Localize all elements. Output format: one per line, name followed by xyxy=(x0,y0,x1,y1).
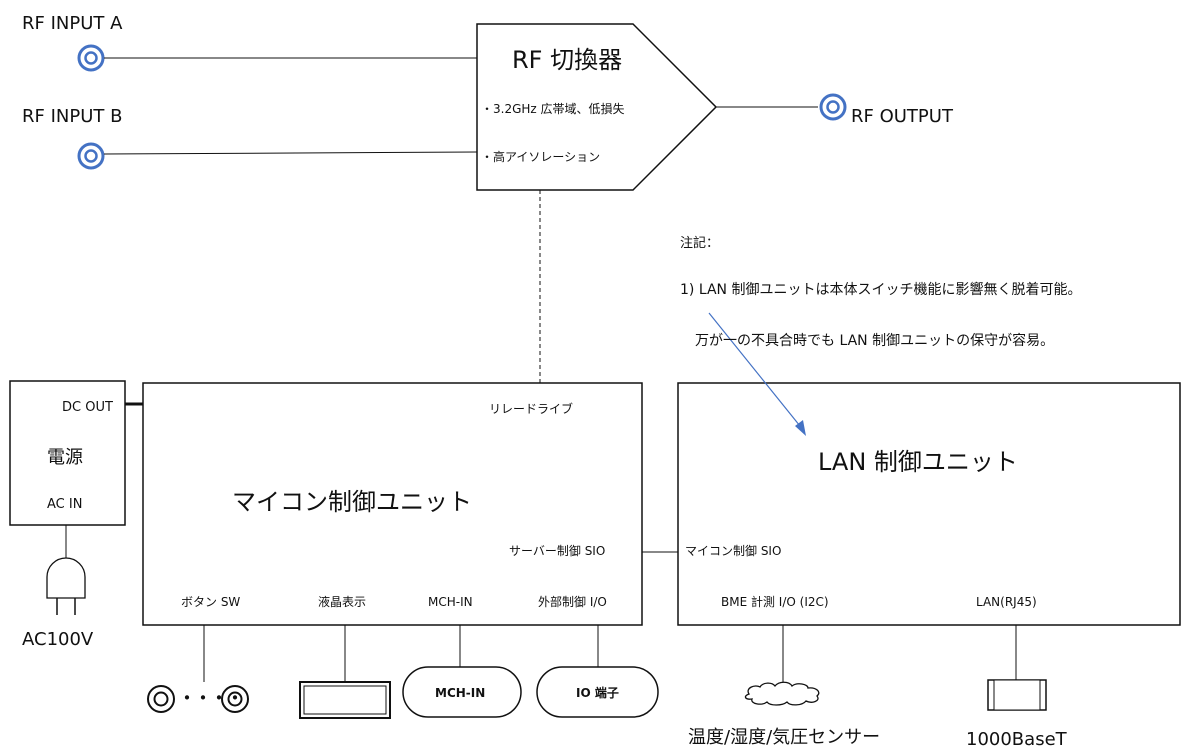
lcd-display-icon xyxy=(299,681,391,719)
sensor-label: 温度/湿度/気圧センサー xyxy=(688,727,881,748)
rf-switch-title: RF 切換器 xyxy=(512,46,623,74)
lan-box xyxy=(677,382,1181,626)
lan-title: LAN 制御ユニット xyxy=(818,448,1018,476)
rf-output-label: RF OUTPUT xyxy=(851,106,953,127)
dc-out-label: DC OUT xyxy=(62,400,113,415)
note-line-2: 万が一の不具合時でも LAN 制御ユニットの保守が容易。 xyxy=(695,333,1055,349)
io-terminal-connector xyxy=(536,666,659,718)
ext-io-label: 外部制御 I/O xyxy=(538,595,607,609)
rf-input-b-label: RF INPUT B xyxy=(22,106,123,127)
button-circle-icon-left xyxy=(147,685,175,713)
rf-switch-feature-2: ・高アイソレーション xyxy=(481,150,601,164)
ac100v-label: AC100V xyxy=(22,629,94,650)
note-heading: 注記： xyxy=(680,236,720,251)
power-box xyxy=(9,380,126,526)
mcu-sio-label: マイコン制御 SIO xyxy=(685,544,782,558)
power-name: 電源 xyxy=(47,447,83,468)
rf-switch-shape xyxy=(476,23,718,191)
note-line-1: 1) LAN 制御ユニットは本体スイッチ機能に影響無く脱着可能。 xyxy=(680,282,1082,298)
relay-drive-label: リレードライブ xyxy=(489,402,574,416)
mch-in-connector-label: MCH-IN xyxy=(435,686,486,700)
ac-in-label: AC IN xyxy=(47,497,83,512)
rf-input-a-label: RF INPUT A xyxy=(22,13,123,34)
ethernet-label: 1000BaseT xyxy=(966,729,1067,750)
rf-switch-feature-1: ・3.2GHz 広帯域、低損失 xyxy=(481,102,625,116)
lcd-label: 液晶表示 xyxy=(318,595,367,609)
mch-in-label: MCH-IN xyxy=(428,595,473,609)
buttons-dots: ・・・・ xyxy=(177,686,245,710)
ethernet-jack-icon xyxy=(987,679,1047,711)
note-arrow xyxy=(708,312,806,436)
sensor-cloud-icon xyxy=(744,681,820,706)
bme-label: BME 計測 I/O (I2C) xyxy=(721,595,829,609)
lan-port-label: LAN(RJ45) xyxy=(976,595,1037,609)
button-circle-icon-right xyxy=(221,685,249,713)
mcu-title: マイコン制御ユニット xyxy=(232,488,472,516)
mcu-box xyxy=(142,382,643,626)
server-sio-label: サーバー制御 SIO xyxy=(509,544,606,558)
mch-in-connector xyxy=(402,666,522,718)
rf-input-b-connector xyxy=(77,142,105,170)
ac-plug-icon xyxy=(46,557,86,615)
button-sw-label: ボタン SW xyxy=(181,595,241,609)
rf-input-a-connector xyxy=(77,44,105,72)
rf-output-connector xyxy=(819,93,847,121)
io-terminal-label: IO 端子 xyxy=(576,686,619,700)
rf-input-b-line xyxy=(103,151,478,155)
